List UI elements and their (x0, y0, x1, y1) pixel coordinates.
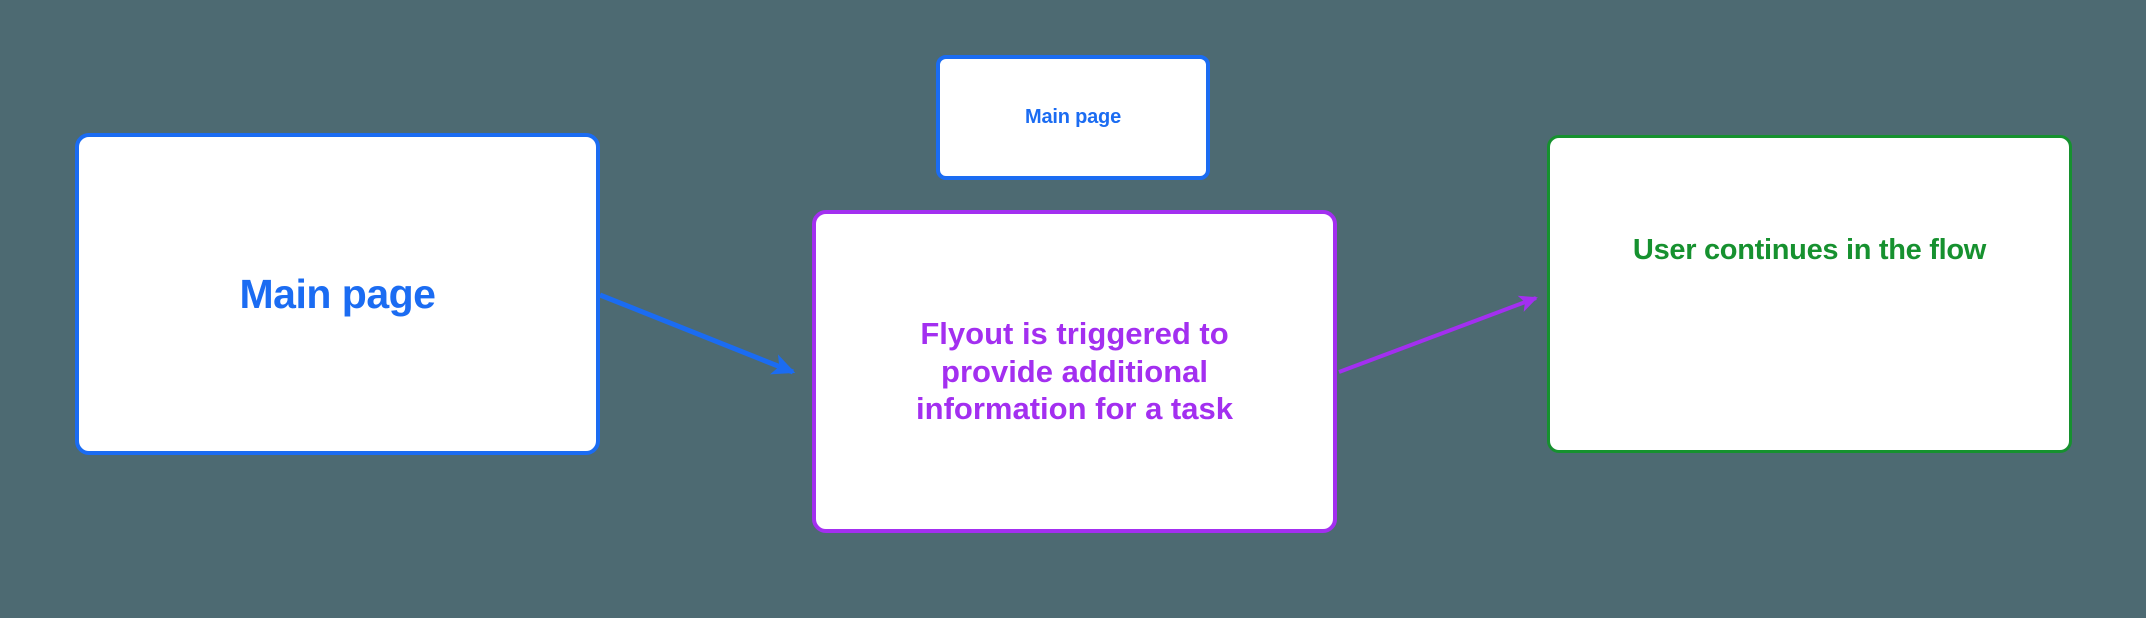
connector-main-page-to-flyout (599, 292, 796, 375)
node-flyout-label: Flyout is triggered to provide additiona… (916, 315, 1233, 428)
connector-flyout-to-user-continues (1338, 295, 1538, 374)
node-user-continues[interactable]: User continues in the flow (1547, 135, 2072, 453)
node-main-page-label: Main page (239, 270, 436, 317)
node-main-page[interactable]: Main page (75, 133, 600, 455)
node-flyout-label-line-3: information for a task (916, 391, 1233, 427)
node-user-continues-label: User continues in the flow (1632, 234, 1987, 266)
node-main-page-small-label: Main page (1025, 105, 1121, 128)
node-flyout-label-line-1: Flyout is triggered to (920, 315, 1229, 351)
node-flyout-label-line-2: provide additional (941, 353, 1208, 389)
node-flyout[interactable]: Flyout is triggered to provide additiona… (812, 210, 1337, 533)
node-main-page-small[interactable]: Main page (936, 55, 1210, 180)
